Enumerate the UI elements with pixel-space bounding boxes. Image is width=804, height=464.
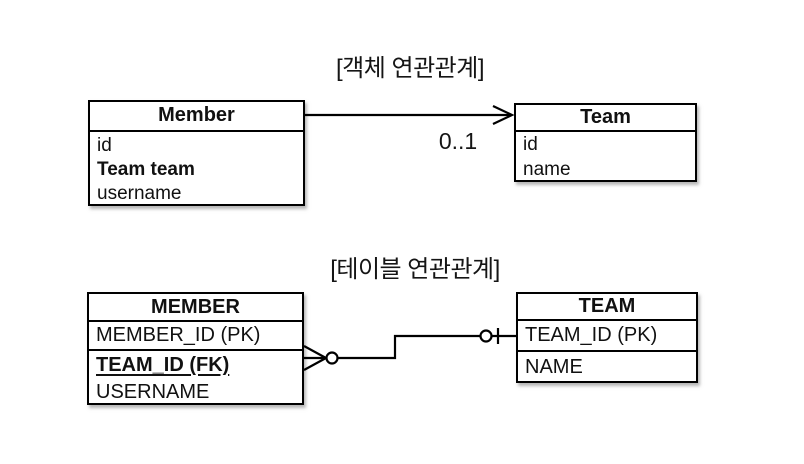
member-table-header: MEMBER	[89, 294, 302, 322]
team-table-box: TEAM TEAM_ID (PK) NAME	[516, 292, 698, 383]
multiplicity-label: 0..1	[438, 128, 478, 154]
team-class-box: Team id name	[514, 103, 697, 182]
team-table-header: TEAM	[518, 294, 696, 321]
team-field-name: name	[523, 159, 571, 180]
arrowhead-icon	[492, 105, 515, 125]
member-table-body: TEAM_ID (FK) USERNAME	[89, 351, 302, 406]
relationship-line	[338, 334, 480, 360]
team-table-name: NAME	[525, 356, 583, 378]
member-table-box: MEMBER MEMBER_ID (PK) TEAM_ID (FK) USERN…	[87, 292, 304, 405]
zero-circle-icon	[325, 351, 339, 365]
member-class-body: id Team team username	[90, 132, 303, 206]
table-relationship-connector	[303, 328, 516, 371]
member-field-id: id	[97, 135, 112, 156]
member-table-pk: MEMBER_ID (PK)	[89, 322, 302, 351]
member-field-username: username	[97, 183, 182, 204]
crows-foot-many-icon	[303, 345, 327, 371]
team-table-body: NAME	[518, 352, 696, 381]
table-diagram-title: [테이블 연관관계]	[330, 256, 500, 283]
object-association-arrow	[305, 105, 515, 125]
member-table-username: USERNAME	[96, 381, 210, 403]
member-class-header: Member	[90, 102, 303, 132]
team-class-header: Team	[516, 105, 695, 132]
member-class-box: Member id Team team username	[88, 100, 305, 206]
team-class-body: id name	[516, 132, 695, 182]
team-field-id: id	[523, 134, 538, 155]
member-field-team: Team team	[97, 159, 195, 180]
object-diagram-title: [객체 연관관계]	[336, 55, 484, 82]
team-table-pk: TEAM_ID (PK)	[518, 321, 696, 352]
member-table-fk: TEAM_ID (FK)	[96, 354, 230, 376]
zero-circle-icon	[479, 329, 493, 343]
